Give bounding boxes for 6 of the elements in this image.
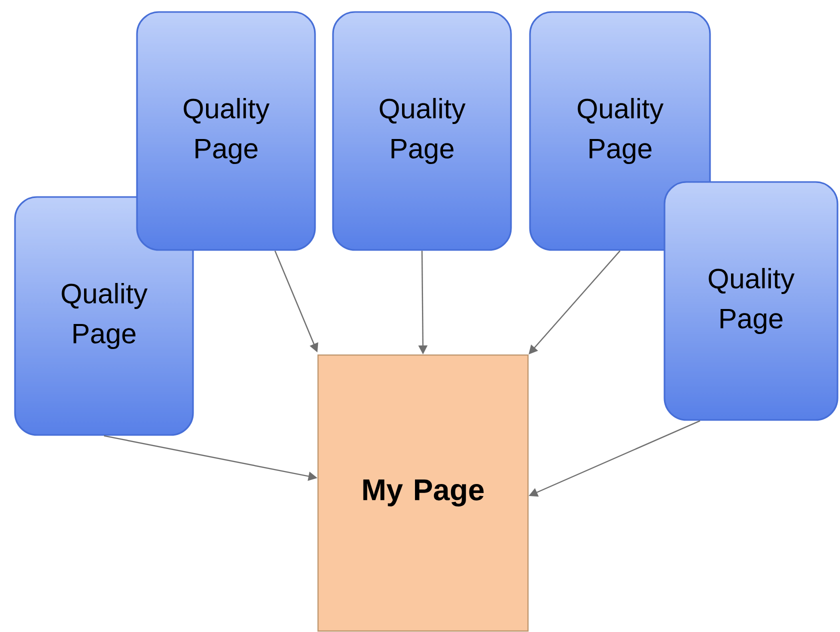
page-box: My Page: [317, 354, 529, 632]
page-card: Quality Page: [136, 11, 316, 251]
page-card: Quality Page: [529, 11, 711, 251]
page-card: Quality Page: [664, 181, 838, 421]
page-card: Quality Page: [14, 196, 194, 436]
page-card: Quality Page: [332, 11, 512, 251]
